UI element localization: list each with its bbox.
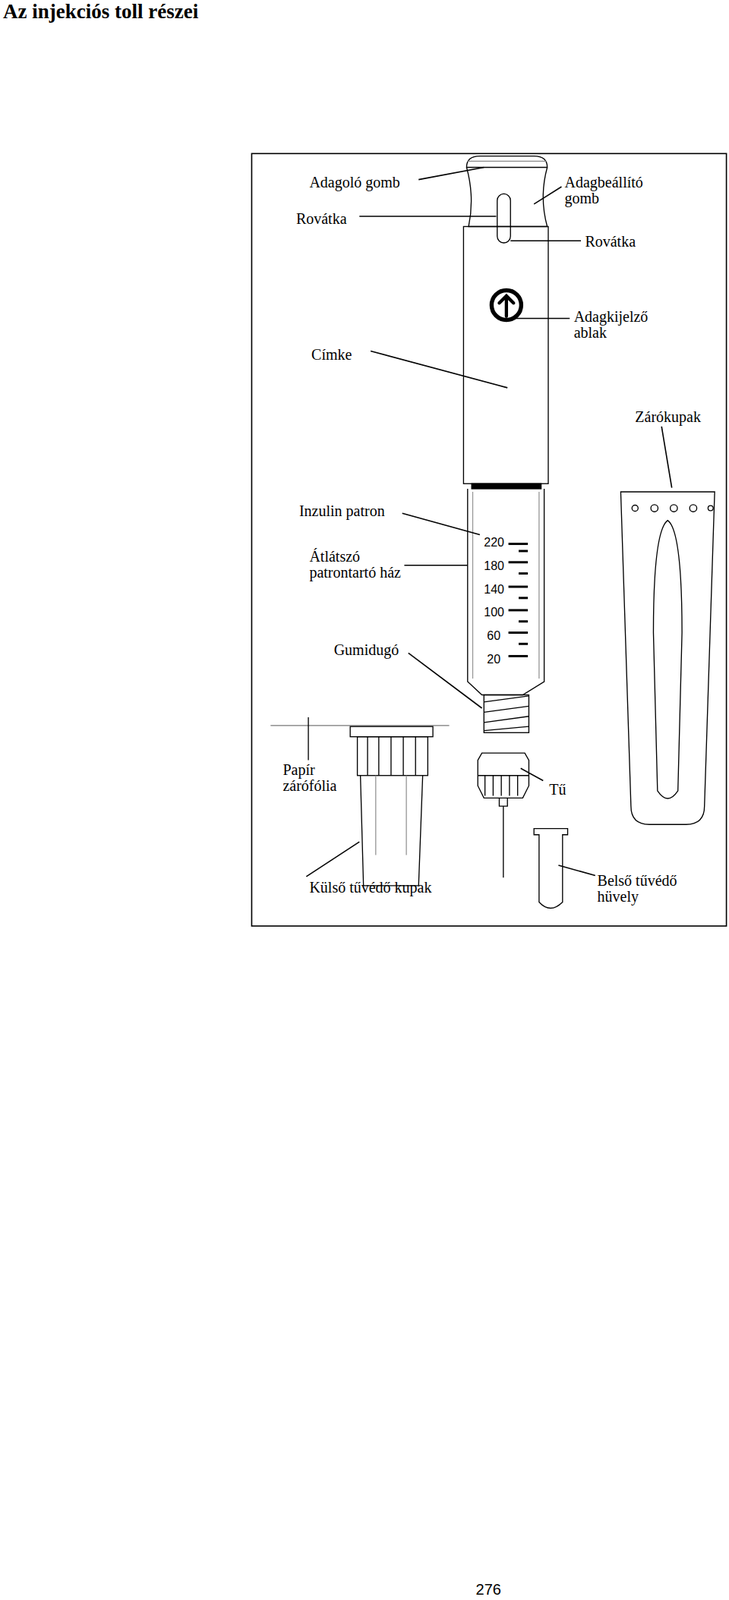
part-label: Rovátka xyxy=(584,233,636,250)
scale-tick xyxy=(518,620,528,623)
part-label: Átlátszó patrontartó ház xyxy=(309,549,423,581)
part-label: Tű xyxy=(549,782,566,799)
inner-needle-sheath xyxy=(533,829,568,909)
scale-number: 20 xyxy=(486,653,501,667)
scale-tick xyxy=(508,586,529,589)
part-label: Adagkijelző ablak xyxy=(574,309,664,341)
scale-tick xyxy=(518,643,528,646)
dose-knob xyxy=(466,167,547,227)
scale-number: 60 xyxy=(486,630,501,644)
cartridge-holder xyxy=(467,489,545,696)
needle-hub xyxy=(477,753,529,799)
scale-tick xyxy=(508,561,529,564)
paper-foil xyxy=(270,725,449,726)
part-label: Címke xyxy=(311,347,352,363)
pen-cap xyxy=(620,492,715,825)
part-label: Adagbeállító gomb xyxy=(564,174,663,207)
rubber-stopper xyxy=(483,695,529,734)
scale-tick xyxy=(518,596,528,600)
scale-tick xyxy=(508,609,529,612)
page-number: 276 xyxy=(476,1582,502,1599)
pen-body xyxy=(463,226,549,484)
part-label: Zárókupak xyxy=(634,409,701,426)
scale-number: 180 xyxy=(483,560,505,574)
part-label: Gumidugó xyxy=(334,642,400,659)
part-label: Rovátka xyxy=(296,211,348,228)
part-label: Inzulin patron xyxy=(299,503,386,520)
notch xyxy=(497,193,511,243)
scale-tick xyxy=(518,549,528,553)
part-label: Papír zárófólia xyxy=(282,762,357,795)
band xyxy=(471,483,541,490)
scale-tick xyxy=(508,542,529,546)
page-title: Az injekciós toll részei xyxy=(3,0,199,23)
scale-tick xyxy=(508,655,529,658)
dose-window xyxy=(489,288,523,322)
scale-number: 100 xyxy=(483,606,505,620)
part-label: Belső tűvédő hüvely xyxy=(597,873,691,906)
scale-tick xyxy=(508,631,529,635)
needle xyxy=(502,806,504,878)
scale-number: 220 xyxy=(483,536,505,550)
frame xyxy=(251,153,726,927)
scale-tick xyxy=(518,572,528,575)
scale-number: 140 xyxy=(483,583,505,597)
part-label: Külső tűvédő kupak xyxy=(309,880,432,897)
outer-needle-cap xyxy=(350,726,433,737)
part-label: Adagoló gomb xyxy=(309,174,400,191)
dose-button xyxy=(466,156,547,168)
leader-lines xyxy=(306,167,672,877)
